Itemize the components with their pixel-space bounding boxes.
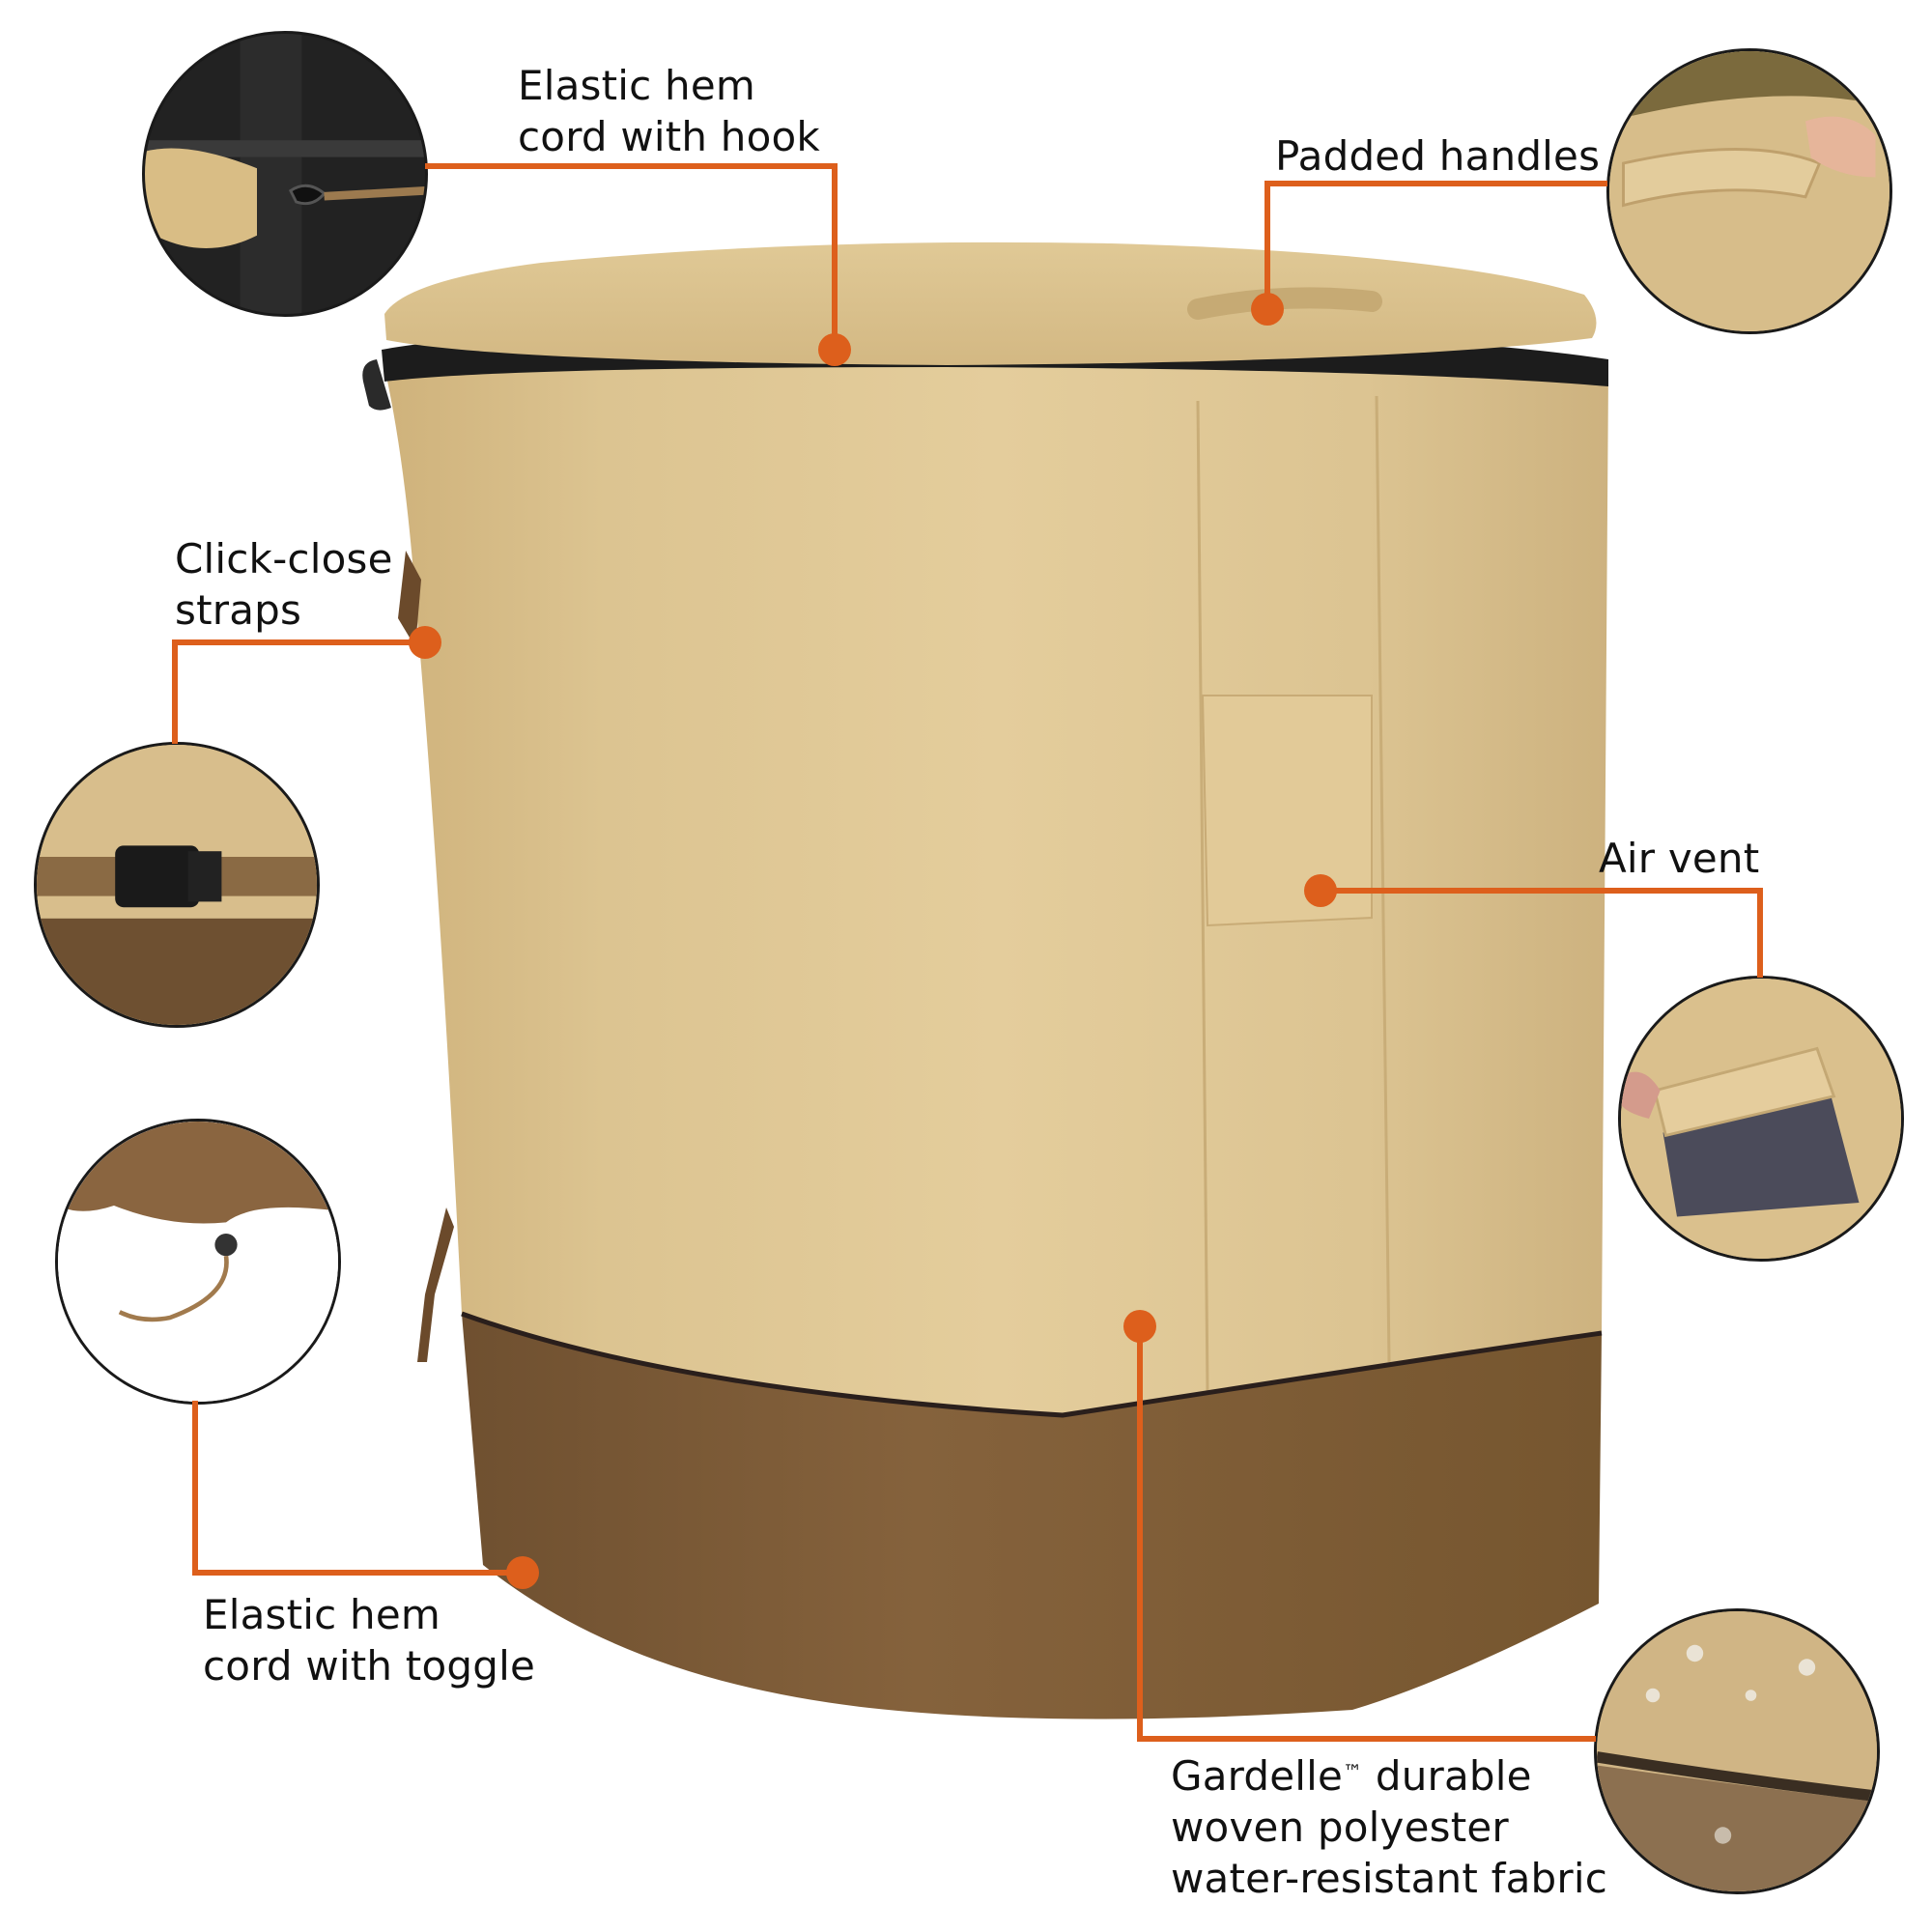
- label-line: Elastic hem: [518, 62, 755, 109]
- trademark-symbol: ™: [1343, 1760, 1363, 1783]
- label-line: Elastic hem: [203, 1591, 440, 1638]
- hook-detail-inset: [142, 31, 428, 317]
- fabric-detail-inset: [1594, 1608, 1880, 1894]
- label-line: Padded handles: [1275, 132, 1601, 180]
- callout-dot-toggle: [506, 1556, 539, 1589]
- callout-dot-fabric: [1123, 1310, 1156, 1343]
- callout-label-straps: Click-close straps: [175, 533, 393, 636]
- callout-dot-straps: [409, 626, 441, 659]
- callout-label-handles: Padded handles: [1275, 130, 1600, 182]
- label-line: woven polyester: [1171, 1804, 1509, 1851]
- label-text: durable: [1362, 1752, 1532, 1800]
- handle-detail-inset: [1606, 48, 1892, 334]
- vent-detail-inset: [1618, 976, 1904, 1262]
- label-line: Gardelle™ durable: [1171, 1750, 1607, 1802]
- label-line: Click-close: [175, 535, 393, 582]
- brand-name: Gardelle: [1171, 1752, 1344, 1800]
- callout-dot-hook: [818, 333, 851, 366]
- callout-label-vent: Air vent: [1599, 833, 1759, 884]
- toggle-detail-inset: [55, 1119, 341, 1405]
- label-line: Air vent: [1599, 835, 1760, 882]
- callout-label-toggle: Elastic hem cord with toggle: [203, 1589, 535, 1691]
- label-line: water-resistant fabric: [1171, 1855, 1608, 1902]
- callout-dot-vent: [1304, 874, 1337, 907]
- callout-label-fabric: Gardelle™ durable woven polyester water-…: [1171, 1750, 1607, 1904]
- callout-label-hook: Elastic hem cord with hook: [518, 60, 820, 162]
- label-line: straps: [175, 586, 302, 634]
- label-line: cord with hook: [518, 113, 820, 160]
- callout-dot-handles: [1251, 293, 1284, 326]
- label-line: cord with toggle: [203, 1642, 535, 1690]
